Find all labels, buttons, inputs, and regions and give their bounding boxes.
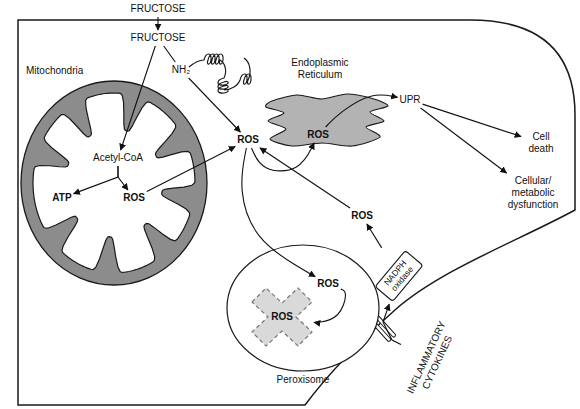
node-heading: Mitochondria [26, 65, 83, 77]
metabolite-label: Acetyl-CoA [93, 152, 143, 164]
node-heading: ROS [252, 288, 312, 346]
pathway-arrow [383, 304, 401, 344]
protein-terminus: NH₂ [172, 64, 190, 76]
metabolite-label: FRUCTOSE [131, 32, 186, 44]
neutralized-ros: ROS [252, 288, 312, 346]
cytokine-label: INFLAMMATORY CYTOKINES [403, 316, 461, 404]
pathway-arrow [421, 108, 507, 173]
pathway-arrow [189, 78, 241, 132]
ros-label: ROS [317, 278, 339, 290]
product-label: ATP [52, 192, 71, 204]
ros-label: ROS [307, 129, 329, 141]
node-text: Acetyl-CoA [93, 152, 143, 164]
box-outline [375, 251, 423, 302]
mitochondrion: MitochondriaAcetyl-CoAATPROS [20, 80, 208, 286]
ros-label: ROS [351, 210, 373, 222]
cell-membrane [18, 20, 575, 405]
protein-chain [189, 54, 251, 93]
outcome-label: Cell death [523, 131, 559, 155]
node-text: ROS [307, 129, 329, 141]
pathway-arrow [260, 148, 350, 208]
node-text: ROS [351, 210, 373, 222]
outcome-label: Cellular/ metabolic dysfunction [500, 175, 566, 211]
response-label: UPR [399, 94, 420, 106]
node-text: NH₂ [172, 64, 190, 76]
pathway-arrow [423, 104, 521, 136]
ros-label: ROS [237, 134, 259, 146]
node-text: FRUCTOSE [131, 3, 186, 15]
outer-membrane [21, 81, 207, 285]
input-label: FRUCTOSE [131, 3, 186, 15]
node-text: ATP [52, 192, 71, 204]
mitochondrion-outline [20, 80, 208, 286]
pathway-arrow [164, 46, 176, 62]
node-text: ROS [317, 278, 339, 290]
node-text: ROS [123, 192, 145, 204]
node-text: ROS [237, 134, 259, 146]
er-membrane [266, 94, 388, 146]
cristae-inner-membrane [33, 93, 195, 272]
node-text: INFLAMMATORY CYTOKINES [403, 316, 461, 404]
node-text: Cellular/ metabolic dysfunction [500, 175, 566, 211]
cross-mark [252, 288, 312, 346]
node-text: UPR [399, 94, 420, 106]
node-heading: Peroxisome [226, 374, 380, 386]
node-heading: Endoplasmic Reticulum [284, 57, 356, 81]
peroxisome: PeroxisomeROSROS [226, 244, 380, 372]
pathway-arrow [367, 224, 382, 248]
pathway-arrow [157, 17, 158, 30]
node-text: Cell death [523, 131, 559, 155]
pathway-arrow [252, 143, 315, 171]
endoplasmic-reticulum: Endoplasmic ReticulumROS [262, 93, 390, 147]
ros-label: ROS [123, 192, 145, 204]
node-text: FRUCTOSE [131, 32, 186, 44]
organelle-membrane [227, 245, 379, 371]
